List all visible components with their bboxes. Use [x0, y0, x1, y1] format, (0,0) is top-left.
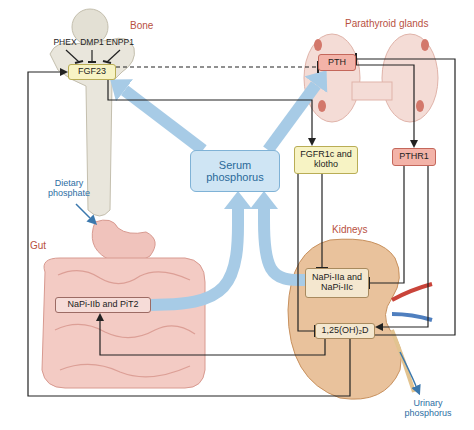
node-text: FGFR1c and klotho [297, 150, 355, 170]
node-text: NaPi-IIa and NaPi-IIc [308, 273, 366, 293]
renal-vein [392, 314, 432, 320]
thyroid-isthmus [352, 82, 392, 100]
renal-artery [392, 284, 432, 300]
input-label: Dietary phosphate [38, 178, 100, 199]
pool-box: Serum phosphorus [190, 150, 280, 192]
parathyroid-gland [318, 100, 326, 112]
stomach [92, 220, 155, 264]
flow-arrow [125, 90, 203, 150]
organ-label: Kidneys [332, 224, 382, 236]
inhibition-bar [88, 61, 96, 63]
parathyroid-gland [421, 39, 429, 51]
inhibition-connector [321, 174, 322, 268]
parathyroid-gland [314, 39, 322, 51]
node-text: NaPi-IIb and PiT2 [67, 300, 138, 310]
node-text: PTHR1 [399, 152, 429, 162]
inhibition-line [91, 50, 92, 62]
inhibition-bar [75, 61, 83, 63]
node-text: PTH [328, 58, 346, 68]
intestine [42, 258, 205, 388]
ureter [392, 330, 414, 392]
kidney [288, 239, 401, 399]
receptor-box: FGFR1c and klotho [294, 146, 358, 174]
hormone-box: FGF23 [68, 64, 116, 80]
stimulation-connector [356, 65, 414, 140]
hormone-box: 1,25(OH)₂D [315, 323, 375, 339]
organ-label: Parathyroid glands [345, 18, 465, 30]
gene-label: ENPP1 [105, 38, 135, 48]
gene-label: DMP1 [77, 38, 107, 48]
flow-arrow [268, 85, 316, 150]
stimulation-connector [28, 72, 350, 396]
inhibition-connector [298, 174, 315, 331]
inhibition-connector [116, 66, 318, 67]
inhibition-line [107, 50, 120, 62]
node-text: FGF23 [78, 67, 106, 77]
thyroid-lobe [382, 34, 438, 122]
inhibition-bar [103, 61, 111, 63]
transporter-box: NaPi-IIa and NaPi-IIc [305, 268, 369, 298]
stimulation-connector [100, 321, 325, 355]
output-label: Urinary phosphorus [392, 398, 464, 419]
stimulation-connector [108, 80, 312, 138]
flow-arrow [151, 209, 238, 305]
excretion-arrow [400, 352, 416, 386]
inhibition-line [66, 50, 79, 62]
node-text: Serum phosphorus [193, 159, 277, 183]
inhibition-connector [356, 59, 455, 335]
receptor-box: PTHR1 [392, 148, 436, 166]
flow-arrow [264, 209, 305, 280]
hormone-box: PTH [318, 54, 356, 71]
parathyroid-gland [416, 100, 424, 112]
gene-label: PHEX [50, 38, 80, 48]
node-text: 1,25(OH)₂D [321, 326, 368, 336]
organ-label: Bone [130, 20, 170, 32]
intake-arrow [76, 204, 90, 218]
intestine-coil [55, 271, 195, 377]
inhibition-connector [369, 166, 404, 283]
organ-label: Gut [30, 240, 60, 252]
stimulation-connector [383, 166, 428, 327]
transporter-box: NaPi-IIb and PiT2 [55, 297, 151, 313]
